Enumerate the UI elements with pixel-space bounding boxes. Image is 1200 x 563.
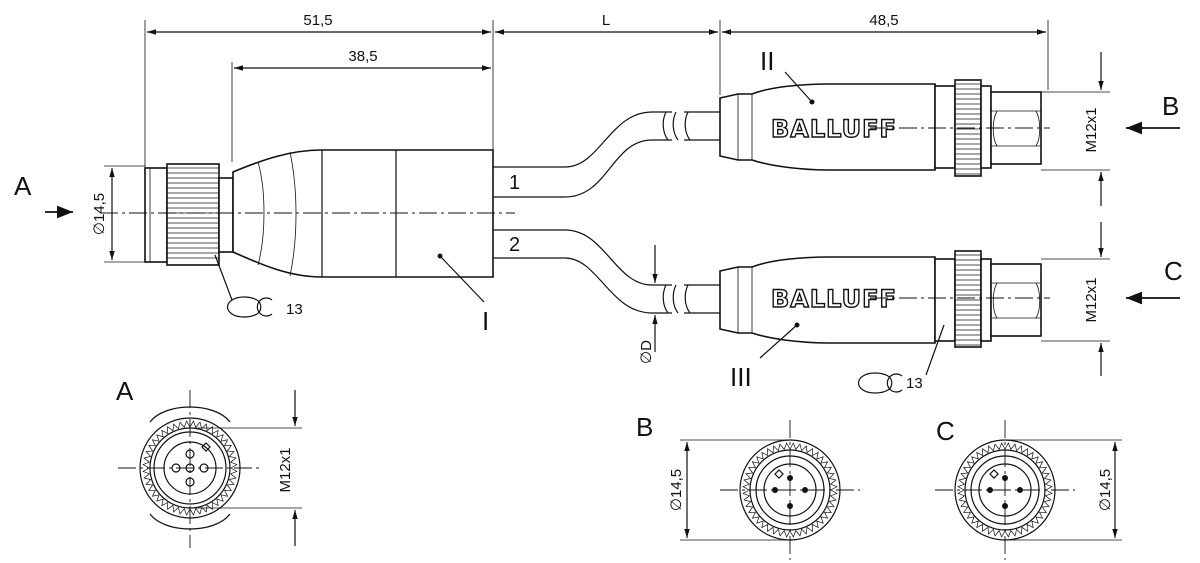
label-branch-1: 1	[509, 172, 520, 194]
dimension-inner-left: 38,5	[348, 48, 377, 65]
top-dimensions: 51,5 L 48,5 38,5	[144, 12, 1049, 170]
wrench-size-c: 13	[906, 375, 923, 392]
label-end-b: B	[1162, 91, 1179, 121]
label-view-b: B	[636, 412, 653, 442]
dimension-diameter-a: ∅14,5	[91, 193, 108, 235]
splitter-body: I	[100, 149, 515, 336]
label-body-2: II	[760, 46, 774, 76]
label-view-c: C	[936, 416, 955, 446]
label-end-a: A	[14, 171, 32, 201]
dimension-view-b-diameter: ∅14,5	[668, 469, 685, 511]
view-a: A M12x1	[116, 376, 302, 548]
label-end-c: C	[1164, 256, 1183, 286]
brand-logo-bottom: BALLUFF	[771, 285, 897, 313]
dimension-cable-length: L	[602, 12, 610, 29]
view-c: C ∅14,5	[935, 416, 1122, 560]
view-b: B ∅14,5	[636, 412, 860, 560]
connector-b: BALLUFF II M12x1 B	[719, 46, 1180, 206]
dimension-view-c-diameter: ∅14,5	[1097, 469, 1114, 511]
brand-logo-top: BALLUFF	[771, 115, 897, 143]
label-body-3: III	[730, 362, 752, 392]
wrench-size-a: 13	[286, 301, 303, 318]
connector-a: A ∅14,5 13	[14, 163, 303, 318]
label-body-1: I	[482, 306, 489, 336]
dimension-overall-right: 48,5	[869, 12, 898, 29]
cables: 1 2 ∅D	[493, 111, 720, 364]
connector-c: BALLUFF III 13 M12x1 C	[719, 222, 1183, 394]
dimension-cable-diameter: ∅D	[638, 340, 655, 364]
label-view-a: A	[116, 376, 134, 406]
label-branch-2: 2	[509, 234, 520, 256]
dimension-thread-c: M12x1	[1083, 277, 1100, 322]
dimension-view-a-thread: M12x1	[277, 447, 294, 492]
dimension-overall-left: 51,5	[303, 12, 332, 29]
dimension-thread-b: M12x1	[1083, 107, 1100, 152]
